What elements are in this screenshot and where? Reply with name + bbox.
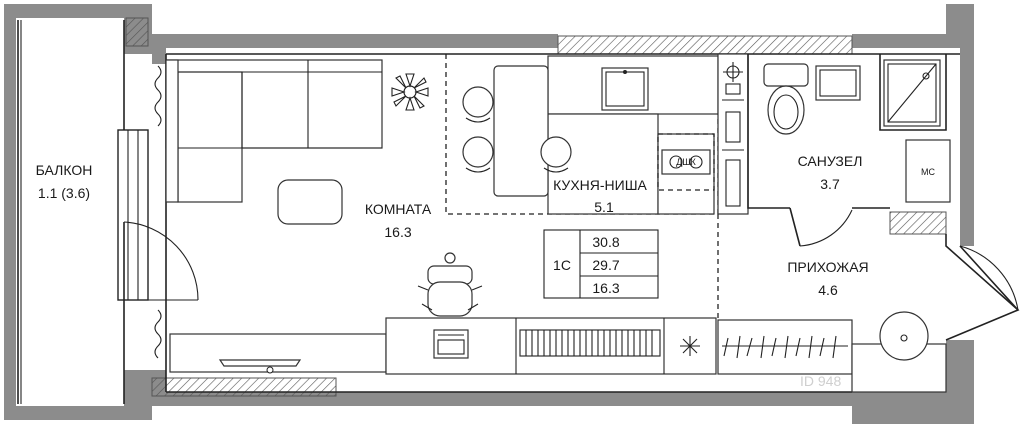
office-chair-icon[interactable] [417,252,483,317]
shower-icon[interactable] [883,59,941,127]
balcony-wall-left [4,4,16,420]
summary-living: 29.7 [592,257,619,273]
wardrobe-icon[interactable] [717,319,853,375]
coffee-table-icon[interactable] [277,179,343,225]
hob-label: ДШК [676,157,696,167]
bathroom-area: 3.7 [820,176,840,192]
summary-table: 1С 30.8 29.7 16.3 [543,229,659,299]
window-top [557,35,853,55]
plant-icon [391,73,429,111]
balcony-wall-bottom [4,406,152,420]
hallway-name: ПРИХОЖАЯ [787,259,868,275]
summary-total: 30.8 [592,234,619,250]
summary-room: 16.3 [592,280,619,296]
riser-icon [723,62,743,95]
bathroom: МС САНУЗЕЛ 3.7 [717,53,951,247]
outer-walls [125,4,974,424]
radiator-icon [519,329,661,357]
round-sink-icon[interactable] [851,311,947,393]
oven-icon[interactable] [433,329,469,359]
bathroom-door[interactable] [789,207,853,247]
watermark: ID 948 [800,373,841,389]
main-room: КОМНАТА 16.3 1С 30.8 29.7 16.3 [154,59,659,374]
bathroom-sink-icon[interactable] [815,65,861,101]
ventilation-icon [680,336,700,356]
balcony-name: БАЛКОН [36,162,93,178]
curtain-icon [154,65,162,127]
kitchen-area: 5.1 [594,199,614,215]
balcony-wall-right-bottom [124,370,152,420]
balcony-door[interactable] [117,129,199,301]
tv-icon [218,359,302,374]
sofa-icon[interactable] [165,59,383,203]
hob-icon[interactable]: ДШК [657,133,715,191]
sink-icon[interactable] [601,67,649,111]
summary-type: 1С [553,257,571,273]
washer-icon[interactable]: МС [905,139,951,203]
balcony-wall-top [4,4,152,18]
balcony-area: 1.1 (3.6) [38,185,90,201]
hallway-area: 4.6 [818,282,838,298]
kitchen-niche: ДШК КУХНЯ-НИША 5.1 [385,54,719,375]
window-right [889,211,947,235]
balcony: БАЛКОН 1.1 (3.6) [4,4,199,420]
room-name: КОМНАТА [365,201,432,217]
kitchen-name: КУХНЯ-НИША [553,177,647,193]
bar-counter-icon[interactable] [493,65,549,197]
washer-label: МС [921,167,935,177]
hallway: ПРИХОЖАЯ 4.6 [717,234,1020,393]
bathroom-name: САНУЗЕЛ [798,153,863,169]
room-area: 16.3 [384,224,411,240]
stools-icon[interactable] [462,86,572,173]
entry-door[interactable] [959,245,1019,311]
window-bottom [151,377,337,397]
toilet-icon[interactable] [763,63,809,135]
